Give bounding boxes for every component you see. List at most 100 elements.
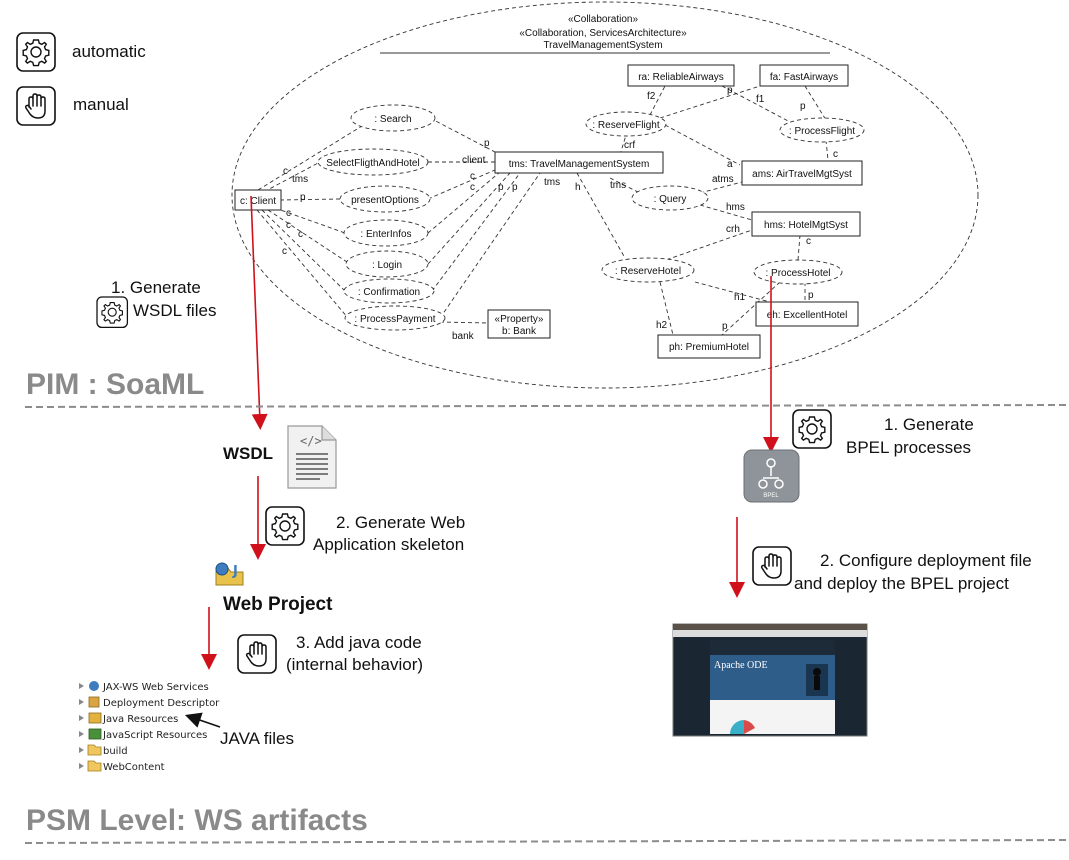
svg-text:bank: bank <box>452 331 475 342</box>
svg-text:JAX-WS Web Services: JAX-WS Web Services <box>102 682 209 693</box>
svg-text:: ProcessPayment: : ProcessPayment <box>354 314 435 325</box>
hand-icon <box>752 546 792 586</box>
service-reserve-hotel: : ReserveHotel <box>601 257 695 283</box>
service-process-hotel: : ProcessHotel <box>753 259 843 285</box>
svg-text:c: c <box>282 246 287 257</box>
collab-stereotype2: «Collaboration, ServicesArchitecture» <box>519 28 687 39</box>
svg-text:p: p <box>512 182 518 193</box>
svg-text:c: c <box>298 229 303 240</box>
svg-text:c: c <box>283 166 288 177</box>
service-present-options: presentOptions <box>339 185 431 213</box>
config-label-2: and deploy the BPEL project <box>794 574 1009 593</box>
svg-text:p: p <box>300 192 306 203</box>
svg-text:tms: tms <box>544 177 560 188</box>
legend-automatic-label: automatic <box>72 42 146 61</box>
apache-ode-screenshot: Apache ODE <box>672 623 868 737</box>
svg-text:h1: h1 <box>734 292 746 303</box>
tree-item-jaxws[interactable]: JAX-WS Web Services <box>79 681 209 693</box>
svg-text:«Property»: «Property» <box>495 314 544 325</box>
java-files-pointer <box>184 712 221 728</box>
svg-text:atms: atms <box>712 174 734 185</box>
svg-text:WebContent: WebContent <box>103 762 165 773</box>
svg-text:c: Client: c: Client <box>240 196 276 207</box>
service-confirmation: : Confirmation <box>343 278 435 304</box>
svg-text:Deployment Descriptor: Deployment Descriptor <box>103 698 220 709</box>
node-client: c: Client <box>234 189 282 211</box>
svg-text:hms: HotelMgtSyst: hms: HotelMgtSyst <box>764 220 848 231</box>
svg-text:client: client <box>462 155 486 166</box>
svg-text:JavaScript Resources: JavaScript Resources <box>102 730 207 741</box>
java-files-label: JAVA files <box>220 729 294 748</box>
service-search: : Search <box>350 104 436 132</box>
web-project-icon: J <box>215 562 244 586</box>
svg-text:c: c <box>470 182 475 193</box>
gear-icon <box>96 296 129 329</box>
tree-item-webcontent[interactable]: WebContent <box>79 760 165 773</box>
role-labels: c tms p c c c c p client c c p p tms h t… <box>282 85 838 342</box>
connectors <box>256 85 829 336</box>
svg-text:: ReserveFlight: : ReserveFlight <box>592 120 659 131</box>
svg-text:presentOptions: presentOptions <box>351 195 419 206</box>
svg-text:ra: ReliableAirways: ra: ReliableAirways <box>638 72 724 83</box>
svg-text:c: c <box>806 236 811 247</box>
legend-manual-label: manual <box>73 95 129 114</box>
svg-text:c: c <box>286 208 291 219</box>
pim-separator <box>24 404 1067 408</box>
service-login: : Login <box>345 250 429 278</box>
svg-text:h: h <box>575 182 581 193</box>
svg-text:BPEL: BPEL <box>763 493 779 499</box>
svg-text:tms: TravelManagementSystem: tms: TravelManagementSystem <box>509 159 650 170</box>
node-ph: ph: PremiumHotel <box>657 334 761 359</box>
node-bank: «Property» b: Bank <box>487 309 551 339</box>
svg-text:: EnterInfos: : EnterInfos <box>360 229 411 240</box>
service-enter-infos: : EnterInfos <box>343 219 429 247</box>
collab-stereotype: «Collaboration» <box>568 14 638 25</box>
psm-separator <box>24 839 1067 844</box>
hand-icon <box>237 634 277 674</box>
service-query: : Query <box>631 185 709 211</box>
svg-text:tms: tms <box>610 180 626 191</box>
svg-text:f2: f2 <box>647 91 656 102</box>
psm-level-title: PSM Level: WS artifacts <box>26 804 368 837</box>
gen-bpel-label-2: BPEL processes <box>846 438 971 457</box>
svg-text:p: p <box>484 138 490 149</box>
bpel-process-icon: BPEL <box>743 449 800 503</box>
ode-title: Apache ODE <box>714 660 768 671</box>
hand-icon <box>16 86 56 126</box>
service-select-flight-hotel: SelectFligthAndHotel <box>317 148 429 176</box>
service-reserve-flight: : ReserveFlight <box>585 111 667 137</box>
node-ams: ams: AirTravelMgtSyst <box>741 160 863 186</box>
collab-name: TravelManagementSystem <box>543 40 662 51</box>
svg-text:: ReserveHotel: : ReserveHotel <box>615 266 681 277</box>
node-fa: fa: FastAirways <box>759 64 849 87</box>
svg-text:build: build <box>103 746 128 757</box>
svg-text:crh: crh <box>726 224 740 235</box>
svg-text:: ProcessHotel: : ProcessHotel <box>765 268 830 279</box>
node-ra: ra: ReliableAirways <box>627 64 735 87</box>
svg-text:c: c <box>286 220 291 231</box>
svg-text:: Query: : Query <box>654 194 687 205</box>
svg-text:fa: FastAirways: fa: FastAirways <box>770 72 838 83</box>
node-hms: hms: HotelMgtSyst <box>751 211 861 237</box>
svg-text:f1: f1 <box>756 94 765 105</box>
gen-wsdl-label-2: WSDL files <box>133 301 216 320</box>
tree-item-java-resources[interactable]: Java Resources <box>79 712 178 725</box>
service-process-flight: : ProcessFlight <box>779 117 865 143</box>
svg-text:J: J <box>232 564 238 579</box>
svg-text:ph: PremiumHotel: ph: PremiumHotel <box>669 342 749 353</box>
svg-text:tms: tms <box>292 174 308 185</box>
node-tms: tms: TravelManagementSystem <box>494 151 664 174</box>
gen-web-label-2: Application skeleton <box>313 535 464 554</box>
tree-item-deployment[interactable]: Deployment Descriptor <box>79 696 220 709</box>
gear-icon <box>792 409 832 449</box>
wsdl-label: WSDL <box>223 444 273 463</box>
tree-item-build[interactable]: build <box>79 744 128 757</box>
tree-item-javascript-resources[interactable]: JavaScript Resources <box>79 728 207 741</box>
collaboration-boundary <box>231 1 979 389</box>
svg-text:eh: ExcellentHotel: eh: ExcellentHotel <box>767 310 848 321</box>
svg-text:: Login: : Login <box>372 260 402 271</box>
svg-text:ams: AirTravelMgtSyst: ams: AirTravelMgtSyst <box>752 169 852 180</box>
gen-web-label-1: 2. Generate Web <box>336 513 465 532</box>
svg-text:a: a <box>727 159 733 170</box>
